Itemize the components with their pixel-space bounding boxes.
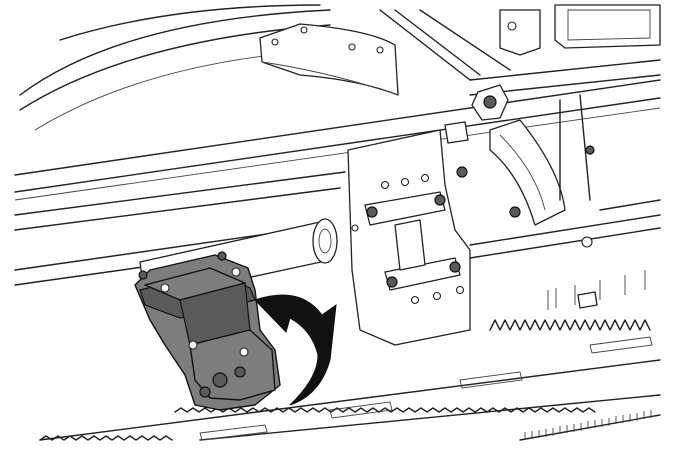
highlighted-clamp-assembly [134, 251, 281, 411]
linkage-arms [351, 191, 461, 291]
guide-rails [39, 336, 661, 441]
top-frame [379, 4, 661, 96]
right-bracket [444, 84, 661, 248]
toothed-rack [39, 270, 651, 441]
gear-teeth [519, 410, 661, 441]
rotation-arrow-icon [254, 294, 337, 406]
shield-plate [259, 23, 399, 96]
frame-beams [14, 79, 661, 286]
